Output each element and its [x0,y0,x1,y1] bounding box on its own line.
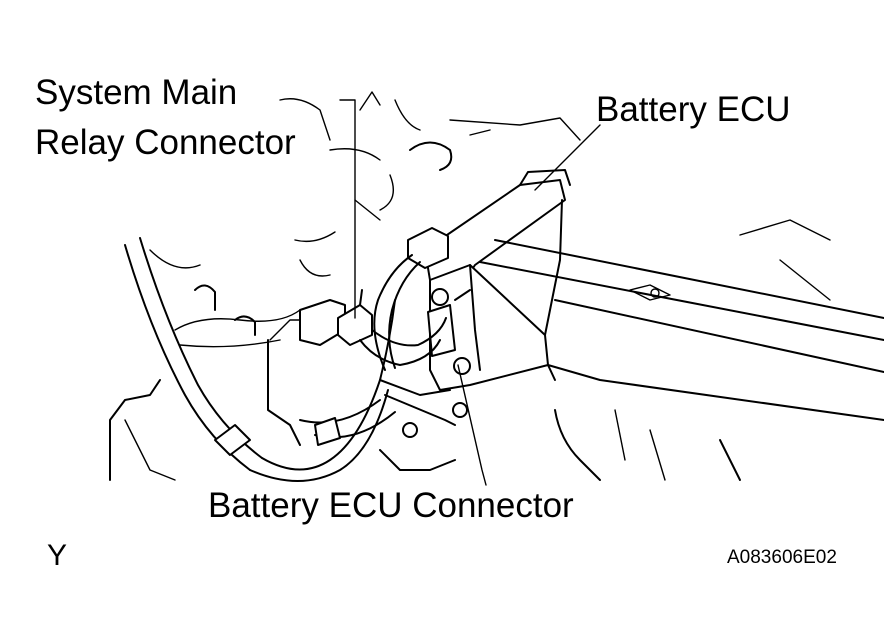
system-main-relay-connector [337,289,373,346]
view-letter: Y [47,539,68,572]
figure-code: A083606E02 [727,547,837,568]
wire-harness-left [124,237,396,482]
relay-connector-label-line1: System Main [35,73,238,112]
battery-rail [449,117,884,481]
battery-ecu-connector [407,227,456,357]
background-structure [109,91,453,481]
battery-ecu-housing [402,169,571,438]
battery-ecu-connector-label: Battery ECU Connector [208,486,574,525]
connector-wiring [299,254,456,471]
leader-lines [339,99,601,486]
battery-ecu-label: Battery ECU [596,90,791,129]
relay-connector-label-line2: Relay Connector [35,123,296,162]
